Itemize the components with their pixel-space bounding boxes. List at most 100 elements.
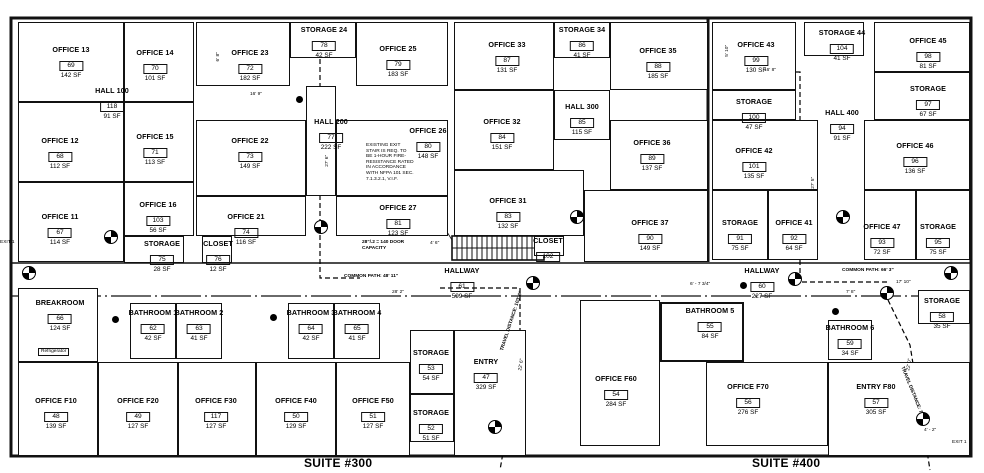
room-entry-47[interactable] [454,330,526,456]
room-number-tag: 80 [416,142,440,152]
exit-sign-icon [836,210,850,224]
room-storage-53[interactable] [410,330,454,394]
room-office-36[interactable] [610,120,708,190]
room-office-46[interactable] [864,120,970,190]
room-office-41[interactable] [768,190,818,260]
room-number-tag: 73 [238,152,262,162]
room-area: 34 SF [841,350,859,357]
room-office-47[interactable] [864,190,916,260]
room-storage-34[interactable] [554,22,610,58]
room-office-14[interactable] [124,22,194,102]
room-breakroom[interactable] [18,288,98,362]
exit-label-left: EXIT 1 [0,240,15,245]
room-area: 42 SF [315,52,333,59]
room-area: 127 SF [205,423,227,430]
room-closet-76[interactable] [202,236,232,263]
room-storage-95[interactable] [916,190,970,260]
room-name: HALLWAY [744,266,780,275]
room-entry-f80[interactable] [828,362,970,456]
room-bathroom-2[interactable] [176,303,222,359]
room-bathroom-1[interactable] [130,303,176,359]
room-storage-97[interactable] [874,72,970,120]
room-office-13[interactable] [18,22,124,102]
room-hall-300[interactable] [554,90,610,140]
room-office-f10[interactable] [18,362,98,456]
room-office-22[interactable] [196,120,306,196]
room-name: BATHROOM 4 [332,308,382,317]
room-number-tag: 60 [750,282,774,292]
room-office-42[interactable] [712,120,818,190]
room-name: BREAKROOM [35,298,85,307]
room-storage-75[interactable] [124,236,184,263]
room-name: CLOSET [203,239,233,248]
room-office-31[interactable] [454,170,584,236]
room-bathroom-5[interactable] [660,302,744,362]
room-name: ENTRY F80 [856,382,896,391]
dim-6-7-3-4: 6' - 7 3/4" [690,282,711,287]
exit-sign-icon [788,272,802,286]
room-office-f40[interactable] [256,362,336,456]
room-name: OFFICE 42 [735,146,773,155]
room-office-f60[interactable] [580,300,660,446]
room-office-f50[interactable] [336,362,410,456]
room-number-tag: 68 [48,152,72,162]
room-office-45[interactable] [874,22,970,72]
room-storage-58[interactable] [918,290,970,324]
fixture-icon [296,96,303,103]
room-office-f30[interactable] [178,362,256,456]
room-office-37[interactable] [584,190,708,262]
suite-300-label: SUITE #300 [304,456,373,470]
room-name: HALLWAY [444,266,480,275]
room-storage-91[interactable] [712,190,768,260]
room-number-tag: 79 [386,60,410,70]
room-area: 599 SF [451,293,473,300]
room-office-32[interactable] [454,90,554,170]
room-number-tag: 75 [150,255,174,265]
room-name: OFFICE 37 [631,218,669,227]
room-area: 276 SF [737,409,759,416]
room-office-35[interactable] [610,22,708,90]
room-bathroom-3[interactable] [288,303,334,359]
room-office-27[interactable] [336,196,448,236]
room-office-12[interactable] [18,102,124,182]
room-name: OFFICE 46 [896,141,934,150]
room-office-16[interactable] [124,182,194,236]
room-area: 42 SF [144,335,162,342]
room-number-tag: 71 [143,148,167,158]
room-office-f70[interactable] [706,362,828,446]
room-area: 75 SF [929,249,947,256]
room-area: 136 SF [904,168,926,175]
room-storage-52[interactable] [410,394,454,442]
room-closet-102[interactable] [534,236,564,256]
room-storage-24[interactable] [290,22,356,58]
room-hall-200[interactable] [306,86,336,196]
room-office-15[interactable] [124,102,194,182]
room-number-tag: 49 [126,412,150,422]
room-storage-44[interactable] [804,22,864,56]
room-office-25[interactable] [356,22,448,86]
room-office-26[interactable] [336,120,448,196]
room-office-11[interactable] [18,182,124,262]
room-number-tag: 90 [638,234,662,244]
room-bathroom-6[interactable] [828,320,872,360]
room-area: 284 SF [605,401,627,408]
room-area: 127 SF [362,423,384,430]
room-storage-100[interactable] [712,90,796,120]
room-area: 51 SF [422,435,440,442]
room-office-21[interactable] [196,196,306,236]
exit-stair-note: EXISTING EXIT STAIR IS REQ. TO BE 1-HOUR… [366,143,414,182]
room-name: OFFICE 31 [489,196,527,205]
room-bathroom-4[interactable] [334,303,380,359]
room-area: 112 SF [49,163,71,170]
room-office-f20[interactable] [98,362,178,456]
room-office-23[interactable] [196,22,290,86]
